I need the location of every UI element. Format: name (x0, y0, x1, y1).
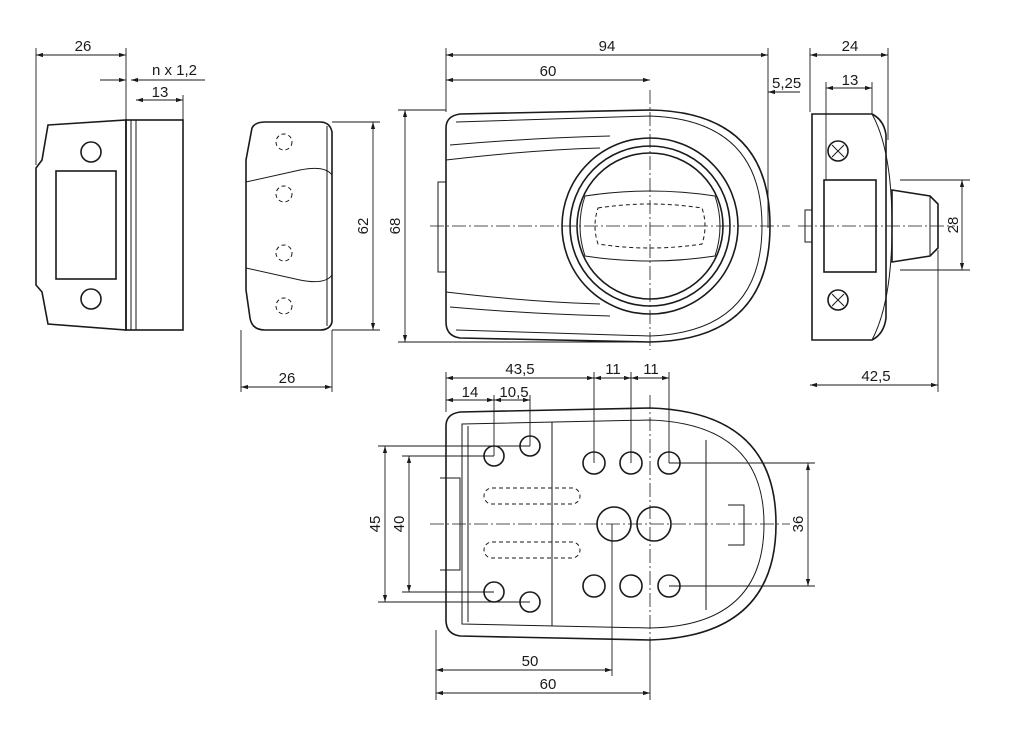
left-view: 26 n x 1,2 13 (35, 38, 205, 331)
dim-mid-height: 62 (355, 218, 372, 235)
dim-bottom-h45: 45 (367, 516, 384, 533)
dim-front-center: 60 (540, 63, 557, 80)
dim-bottom-gap1: 11 (605, 361, 621, 378)
thumb-turn (579, 190, 721, 262)
dim-side-inner: 13 (842, 72, 859, 89)
dim-bottom-first: 43,5 (505, 361, 534, 378)
dim-front-offset: 5,25 (772, 75, 801, 92)
dim-bottom-a: 14 (462, 384, 479, 401)
dim-side-knob: 28 (945, 217, 962, 234)
dim-side-depth: 42,5 (861, 368, 890, 385)
screw-icon (827, 289, 849, 311)
screw-icon (827, 140, 849, 162)
mount-hole (582, 574, 606, 598)
dim-bottom-h40: 40 (391, 516, 408, 533)
dim-front-width: 94 (599, 38, 616, 55)
side-view: 24 13 28 42,5 (798, 38, 970, 392)
dim-bottom-60: 60 (540, 676, 557, 693)
cylinder-hole (636, 506, 672, 542)
mount-hole (80, 141, 102, 163)
dim-bottom-gap2: 11 (643, 361, 659, 378)
dim-bottom-h36: 36 (790, 516, 807, 533)
mount-hole (80, 288, 102, 310)
cylinder-hole (596, 506, 632, 542)
mount-hole (619, 574, 643, 598)
dim-left-collar: n x 1,2 (152, 62, 197, 79)
dim-bottom-b: 10,5 (499, 384, 528, 401)
dim-side-width: 24 (842, 38, 859, 55)
front-view: 94 60 5,25 68 (387, 38, 801, 350)
bottom-view: 43,5 11 11 14 10,5 45 40 36 50 60 (367, 361, 815, 700)
middle-view: 62 26 (240, 121, 380, 392)
dim-mid-width: 26 (279, 370, 296, 387)
dim-left-width: 26 (75, 38, 92, 55)
dim-front-height: 68 (387, 218, 404, 235)
dim-bottom-50: 50 (522, 653, 539, 670)
dim-left-inner: 13 (152, 84, 169, 101)
